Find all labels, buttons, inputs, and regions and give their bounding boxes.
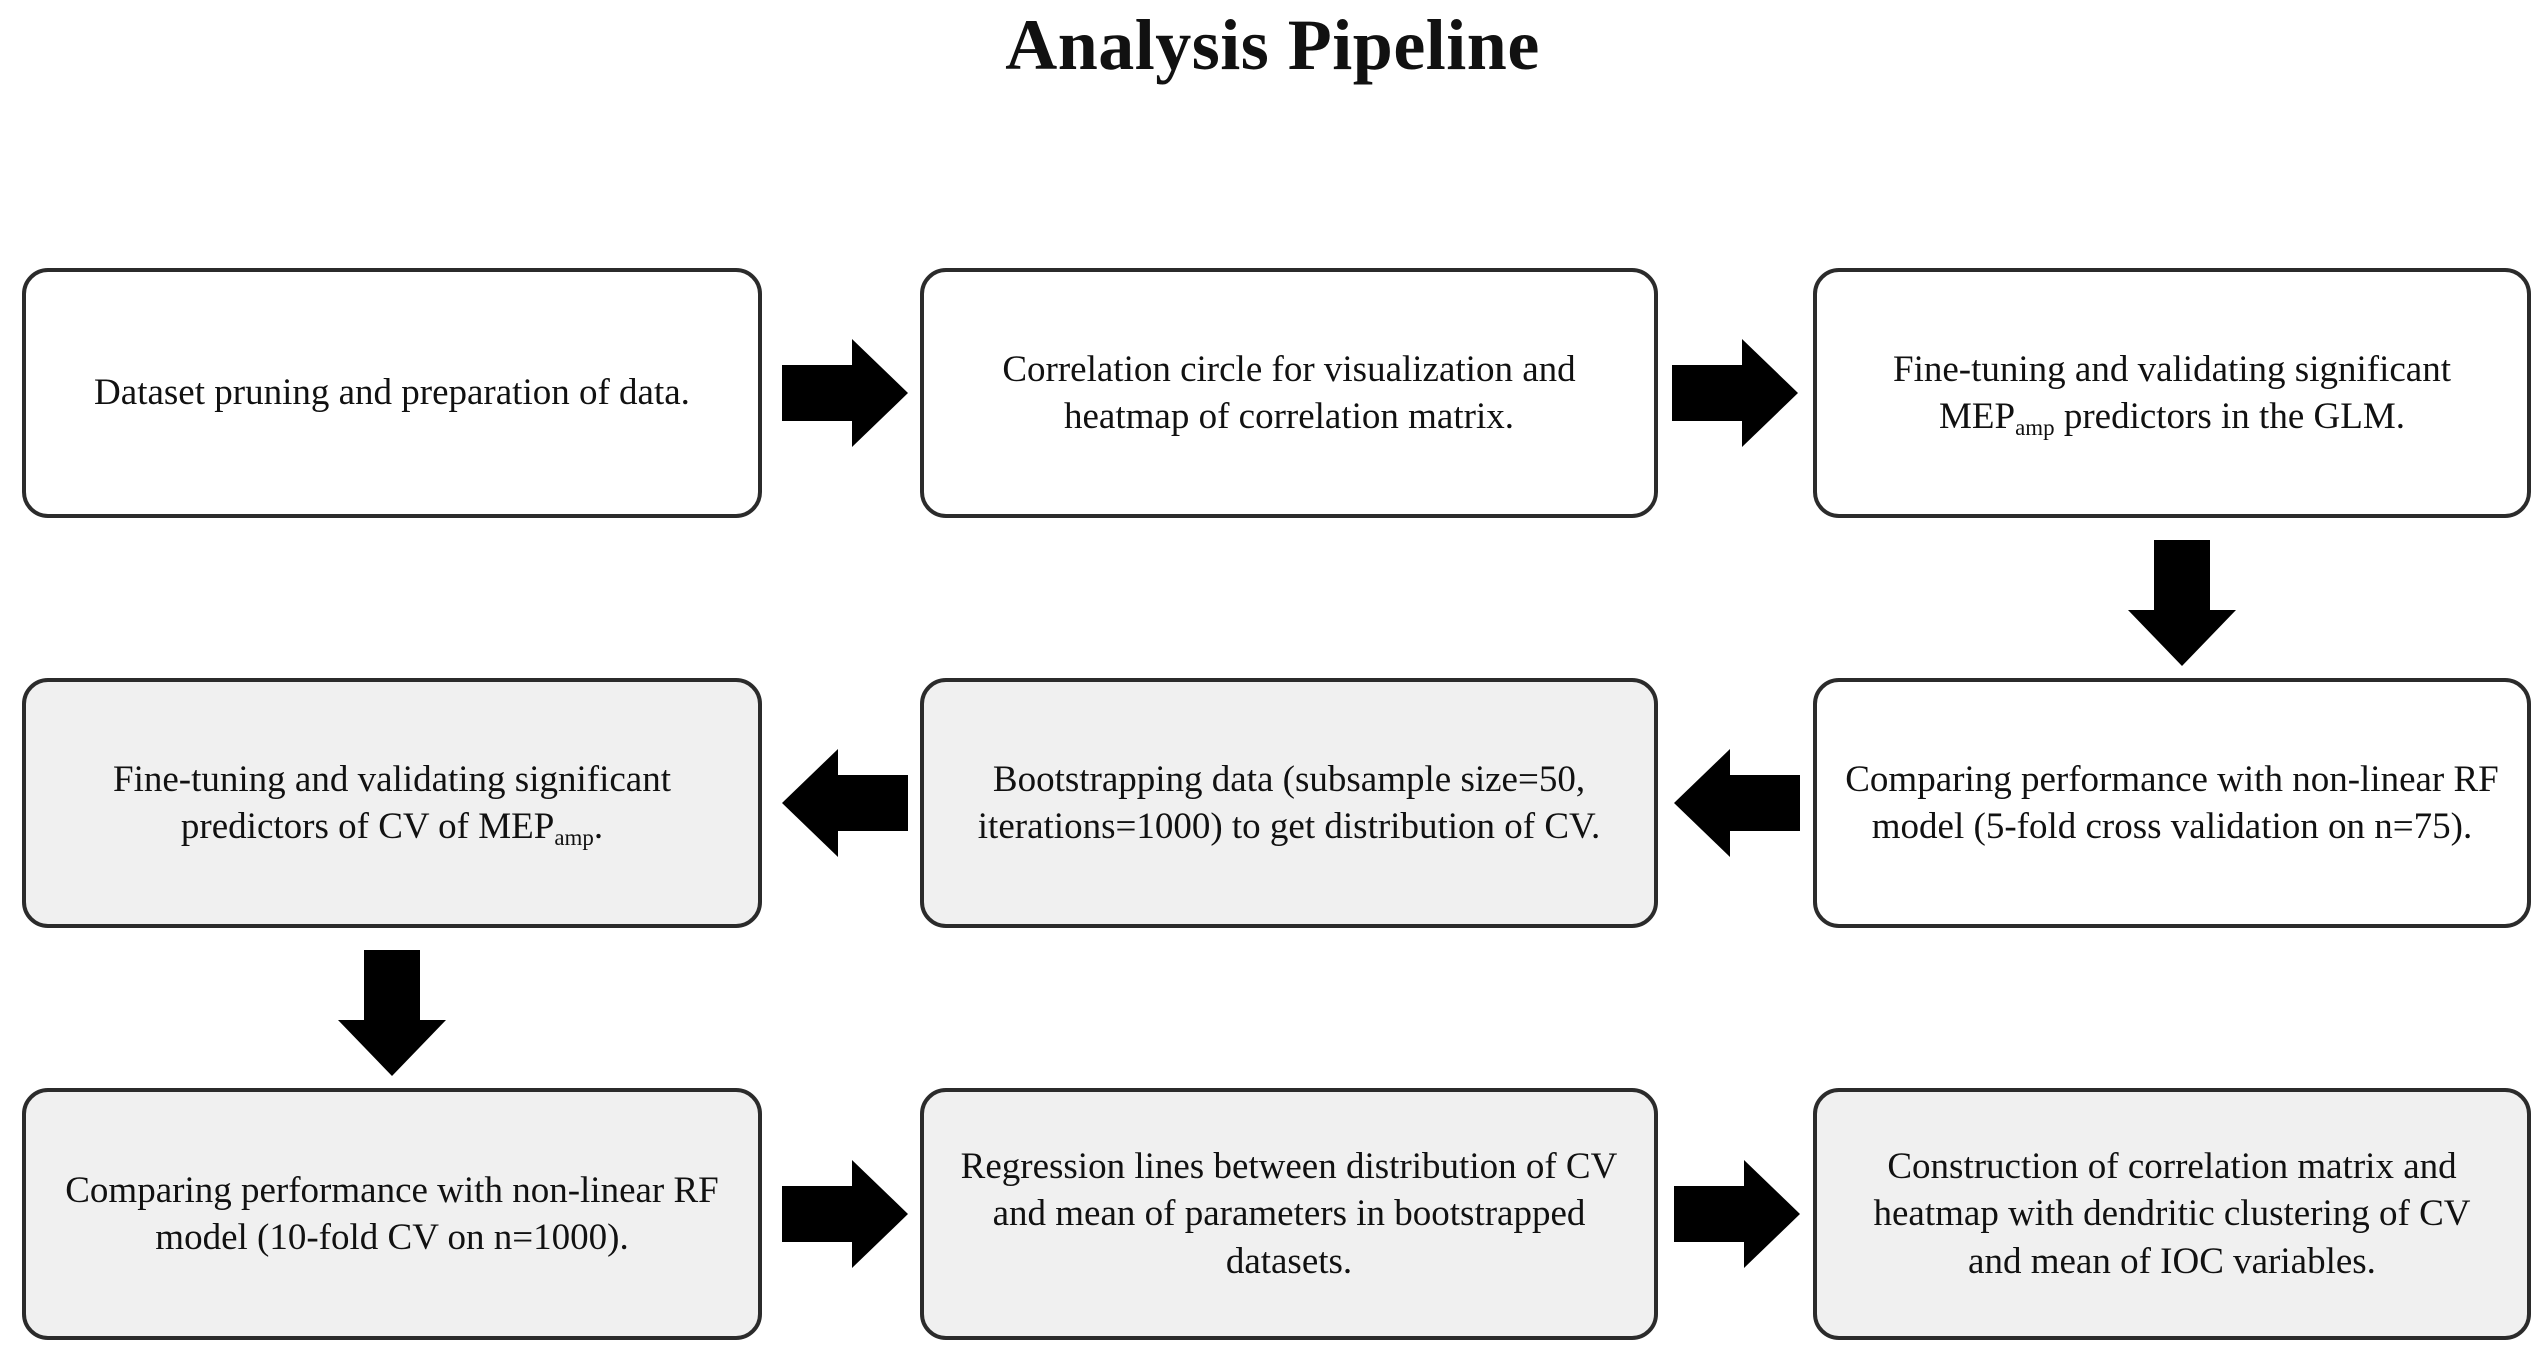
flow-box-step-1: Dataset pruning and preparation of data. — [22, 268, 762, 518]
flow-box-step-4-label: Comparing performance with non-linear RF… — [1845, 758, 2499, 847]
flow-box-step-9-label: Construction of correlation matrix and h… — [1873, 1145, 2471, 1282]
arrow-right-step1-to-step2 — [782, 337, 908, 449]
flow-box-step-8-label: Regression lines between distribution of… — [960, 1145, 1618, 1282]
arrow-right-step2-to-step3 — [1672, 337, 1798, 449]
arrow-left-step5-to-step6 — [782, 747, 908, 859]
flow-box-step-9: Construction of correlation matrix and h… — [1813, 1088, 2531, 1340]
flow-box-step-2: Correlation circle for visualization and… — [920, 268, 1658, 518]
arrow-down-step6-to-step7 — [336, 950, 448, 1076]
flow-box-step-5-label: Bootstrapping data (subsample size=50, i… — [977, 758, 1601, 847]
flow-box-step-2-label: Correlation circle for visualization and… — [1002, 348, 1576, 437]
flow-box-step-4: Comparing performance with non-linear RF… — [1813, 678, 2531, 928]
arrow-right-step7-to-step8 — [782, 1158, 908, 1270]
arrow-down-step3-to-step4 — [2126, 540, 2238, 666]
flow-box-step-6-label: Fine-tuning and validating significant p… — [113, 758, 671, 851]
flow-box-step-7-label: Comparing performance with non-linear RF… — [65, 1169, 719, 1258]
flow-box-step-6: Fine-tuning and validating significant p… — [22, 678, 762, 928]
flow-box-step-1-label: Dataset pruning and preparation of data. — [94, 372, 690, 414]
arrow-left-step4-to-step5 — [1674, 747, 1800, 859]
page-title: Analysis Pipeline — [1005, 5, 1540, 85]
flow-box-step-3-label: Fine-tuning and validating significant M… — [1893, 348, 2451, 441]
arrow-right-step8-to-step9 — [1674, 1158, 1800, 1270]
flow-box-step-3: Fine-tuning and validating significant M… — [1813, 268, 2531, 518]
flow-box-step-7: Comparing performance with non-linear RF… — [22, 1088, 762, 1340]
flow-box-step-5: Bootstrapping data (subsample size=50, i… — [920, 678, 1658, 928]
flow-box-step-8: Regression lines between distribution of… — [920, 1088, 1658, 1340]
